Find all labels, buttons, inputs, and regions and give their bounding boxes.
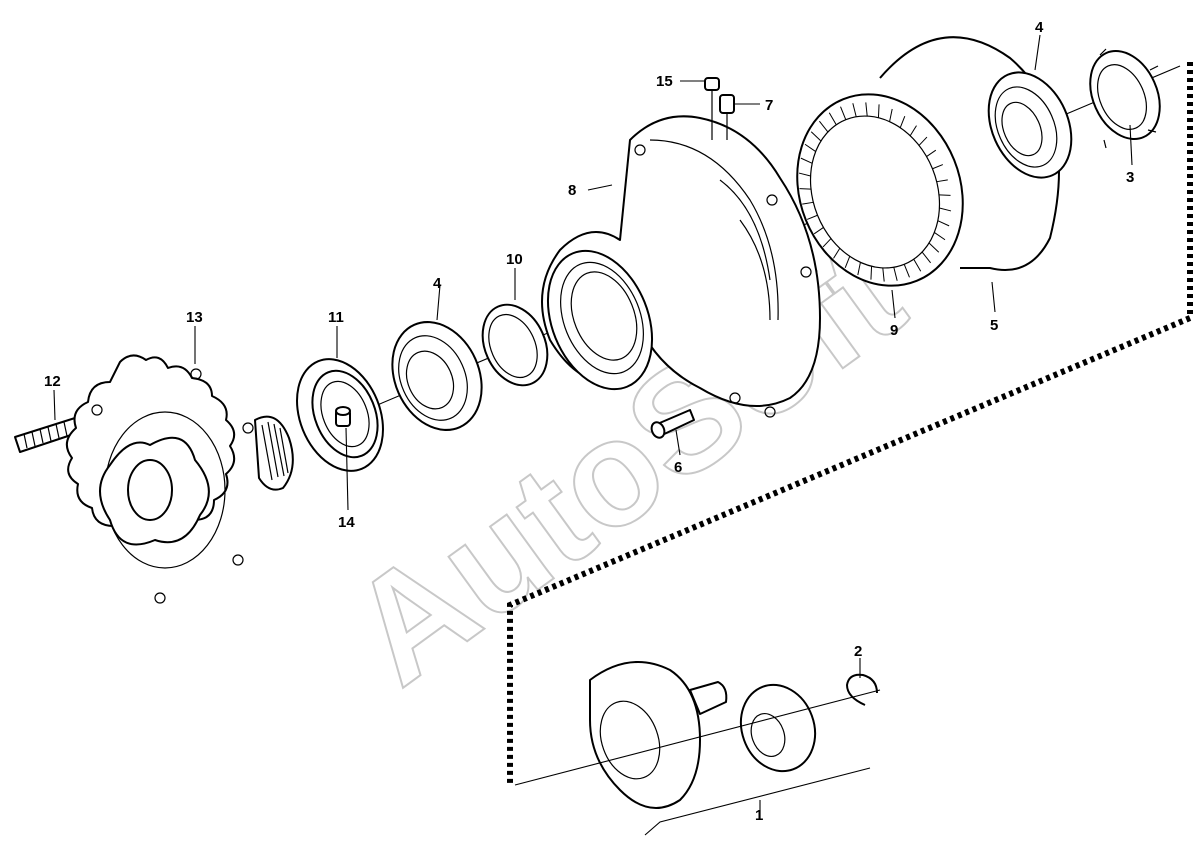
gear-tooth [806,214,818,220]
part-1-planet-gear [739,683,817,773]
callout-7: 7 [765,97,773,114]
gear-tooth [822,238,832,248]
part-15-bolt [704,77,720,140]
callout-8: 8 [568,182,576,199]
part-1-bracket [644,767,871,836]
gear-tooth [800,157,813,164]
gear-tooth [928,242,940,253]
gear-tooth [813,227,824,235]
gear-tooth [932,164,944,170]
part-1-planet-carrier [589,661,728,809]
gear-tooth [893,267,898,281]
callout-6: 6 [674,459,682,476]
gear-tooth [802,201,814,205]
gear-tooth [798,172,811,177]
callout-9: 9 [890,322,898,339]
callout-12: 12 [44,373,61,390]
gear-tooth [934,232,946,241]
gear-tooth [921,251,931,264]
callout-13: 13 [186,309,203,326]
gear-tooth [810,131,822,142]
part-8-housing [541,115,821,418]
subassembly-frame [507,62,1193,785]
gear-tooth [936,179,948,183]
gear-tooth [937,220,950,227]
callout-5: 5 [990,317,998,334]
gear-tooth [909,125,917,136]
gear-tooth [939,207,952,212]
part-7-breather [719,94,735,140]
gear-tooth [819,120,829,133]
callout-4-left: 4 [433,275,442,292]
sub-axis-line [514,689,881,786]
callout-1: 1 [755,807,763,824]
gear-tooth [833,248,841,259]
callout-14: 14 [338,514,355,531]
gear-tooth [870,266,873,280]
gear-tooth [899,115,906,128]
gear-tooth [918,136,928,146]
part-2-circlip [846,673,878,706]
gear-tooth [799,188,812,190]
gear-tooth [926,149,937,157]
gear-tooth [882,267,885,282]
gear-tooth [828,112,837,126]
part-3-nut [1089,48,1161,149]
callout-3: 3 [1126,169,1134,186]
callout-4-right: 4 [1035,19,1044,36]
gear-tooth [844,256,851,269]
part-10-ring [481,303,549,387]
part-6-bolt [650,409,695,439]
gear-tooth [840,106,847,120]
part-4-bearing-left [391,321,483,431]
callout-15: 15 [656,73,673,90]
gear-tooth [852,103,857,117]
part-13-hub [65,354,294,604]
gear-tooth [865,102,868,117]
callout-10: 10 [506,251,523,268]
gear-tooth [857,262,861,276]
gear-tooth [804,143,816,152]
gear-tooth [877,104,880,118]
part-9-ring-gear [796,93,964,287]
leader-lines [53,34,1133,820]
callout-2: 2 [854,643,862,660]
part-14-screw [335,406,351,427]
gear-tooth [903,264,910,278]
gear-tooth [913,258,922,272]
part-4-bearing-right [987,71,1073,179]
gear-tooth [889,108,893,122]
gear-tooth [938,194,951,196]
callout-11: 11 [328,309,344,326]
